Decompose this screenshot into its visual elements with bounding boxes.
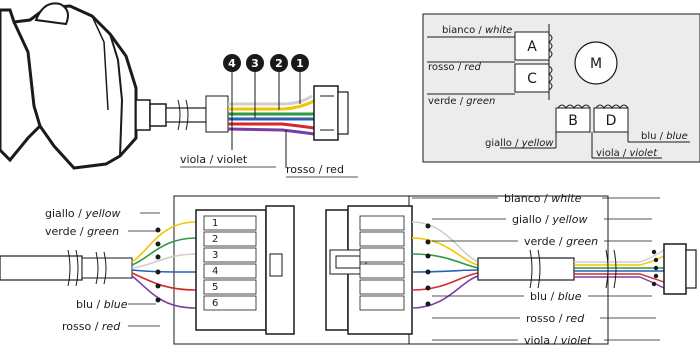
schem-label-red: rosso / red [428, 62, 482, 73]
top-label-violet: viola / violet [180, 153, 248, 166]
svg-text:3: 3 [212, 250, 218, 261]
svg-text:1: 1 [296, 57, 304, 70]
svg-text:3: 3 [251, 57, 259, 70]
svg-text:4: 4 [212, 266, 218, 277]
motor-side-view [0, 2, 207, 170]
svg-text:C: C [527, 71, 537, 87]
svg-text:A: A [527, 39, 537, 55]
motor-symbol [574, 41, 618, 85]
right-label-blue: blu / blue [530, 290, 582, 303]
left-wire-fan [131, 221, 197, 309]
top-wire-bundle: 4 3 2 1 viola / violet rosso / red [180, 54, 358, 178]
left-label-blue: blu / blue [76, 298, 128, 311]
badge-3: 3 [246, 54, 264, 72]
schem-label-blue: blu / blue [641, 131, 688, 142]
badge-2: 2 [270, 54, 288, 72]
svg-text:6: 6 [212, 298, 218, 309]
connector-assembly: giallo / yellow verde / green blu / blue… [0, 192, 697, 347]
right-connector [325, 205, 413, 335]
left-label-green: verde / green [45, 225, 119, 238]
schem-label-white: bianco / white [442, 25, 512, 36]
right-cable [477, 257, 575, 281]
left-label-yellow: giallo / yellow [45, 207, 120, 220]
right-label-green: verde / green [524, 235, 598, 248]
top-label-red: rosso / red [286, 163, 344, 176]
motor-connector [313, 85, 339, 141]
coil-a-box [514, 31, 550, 61]
wire-violet [227, 127, 315, 136]
left-connector: 1 2 3 4 5 6 [195, 205, 295, 335]
left-cable [0, 255, 83, 281]
schem-label-yellow: giallo / yellow [485, 138, 554, 149]
end-connector [663, 243, 687, 295]
winding-schematic: A C M bianco / white rosso / red verde /… [422, 13, 700, 163]
badge-1: 1 [291, 54, 309, 72]
right-label-red: rosso / red [526, 312, 585, 325]
wire-yellow [228, 99, 315, 111]
left-label-red: rosso / red [62, 320, 121, 333]
wire-white [228, 94, 313, 106]
badge-4: 4 [223, 54, 241, 72]
motor-housing [0, 4, 138, 170]
wire-red [228, 122, 315, 130]
right-wire-fan [411, 221, 479, 309]
sensor-dome [34, 2, 69, 26]
coil-d-box [593, 107, 629, 133]
svg-text:D: D [606, 113, 617, 129]
right-label-violet: viola / violet [524, 334, 592, 347]
coil-c-box [514, 63, 550, 93]
svg-text:2: 2 [212, 234, 218, 245]
svg-text:M: M [590, 56, 602, 72]
schem-label-violet: viola / violet [596, 148, 658, 159]
right-label-yellow: giallo / yellow [512, 213, 587, 226]
svg-text:1: 1 [212, 218, 218, 229]
schem-label-green: verde / green [428, 96, 495, 107]
coil-b-box [555, 107, 591, 133]
svg-text:5: 5 [212, 282, 218, 293]
svg-text:2: 2 [275, 57, 283, 70]
svg-text:B: B [568, 113, 578, 129]
right-label-white: bianco / white [504, 192, 582, 205]
svg-text:4: 4 [228, 57, 236, 70]
